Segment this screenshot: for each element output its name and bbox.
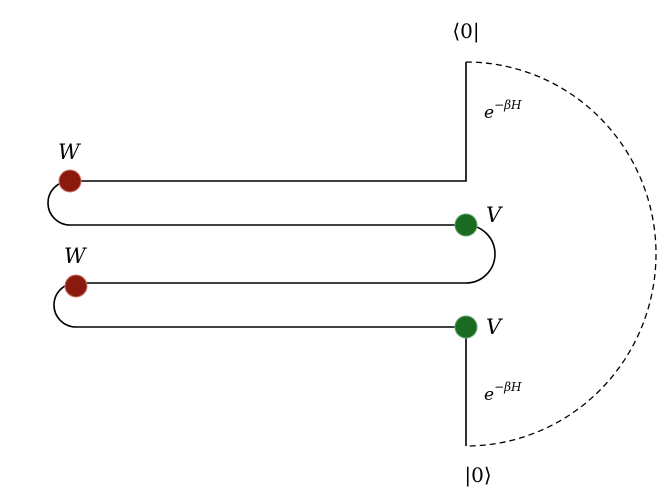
v-label-1: V bbox=[486, 203, 503, 227]
v-insertion-dot-1 bbox=[454, 213, 478, 237]
ket-state-label: |0⟩ bbox=[464, 463, 491, 488]
lower-euclidean-label: e−βH bbox=[484, 380, 522, 405]
timefold-contour bbox=[47, 62, 496, 446]
v-insertion-dot-2 bbox=[454, 315, 478, 339]
w-insertion-dot-1 bbox=[58, 169, 82, 193]
upper-euclidean-base: e bbox=[484, 103, 494, 123]
lower-euclidean-base: e bbox=[484, 385, 494, 405]
w-insertion-dot-2 bbox=[64, 274, 88, 298]
w-label-2: W bbox=[64, 244, 88, 268]
lower-euclidean-exponent: −βH bbox=[494, 380, 522, 394]
dashed-closing-arc bbox=[465, 61, 657, 447]
bra-state-label: ⟨0| bbox=[452, 19, 479, 44]
upper-euclidean-label: e−βH bbox=[484, 98, 522, 123]
w-label-1: W bbox=[58, 140, 82, 164]
upper-euclidean-exponent: −βH bbox=[494, 98, 522, 112]
v-label-2: V bbox=[486, 315, 503, 339]
